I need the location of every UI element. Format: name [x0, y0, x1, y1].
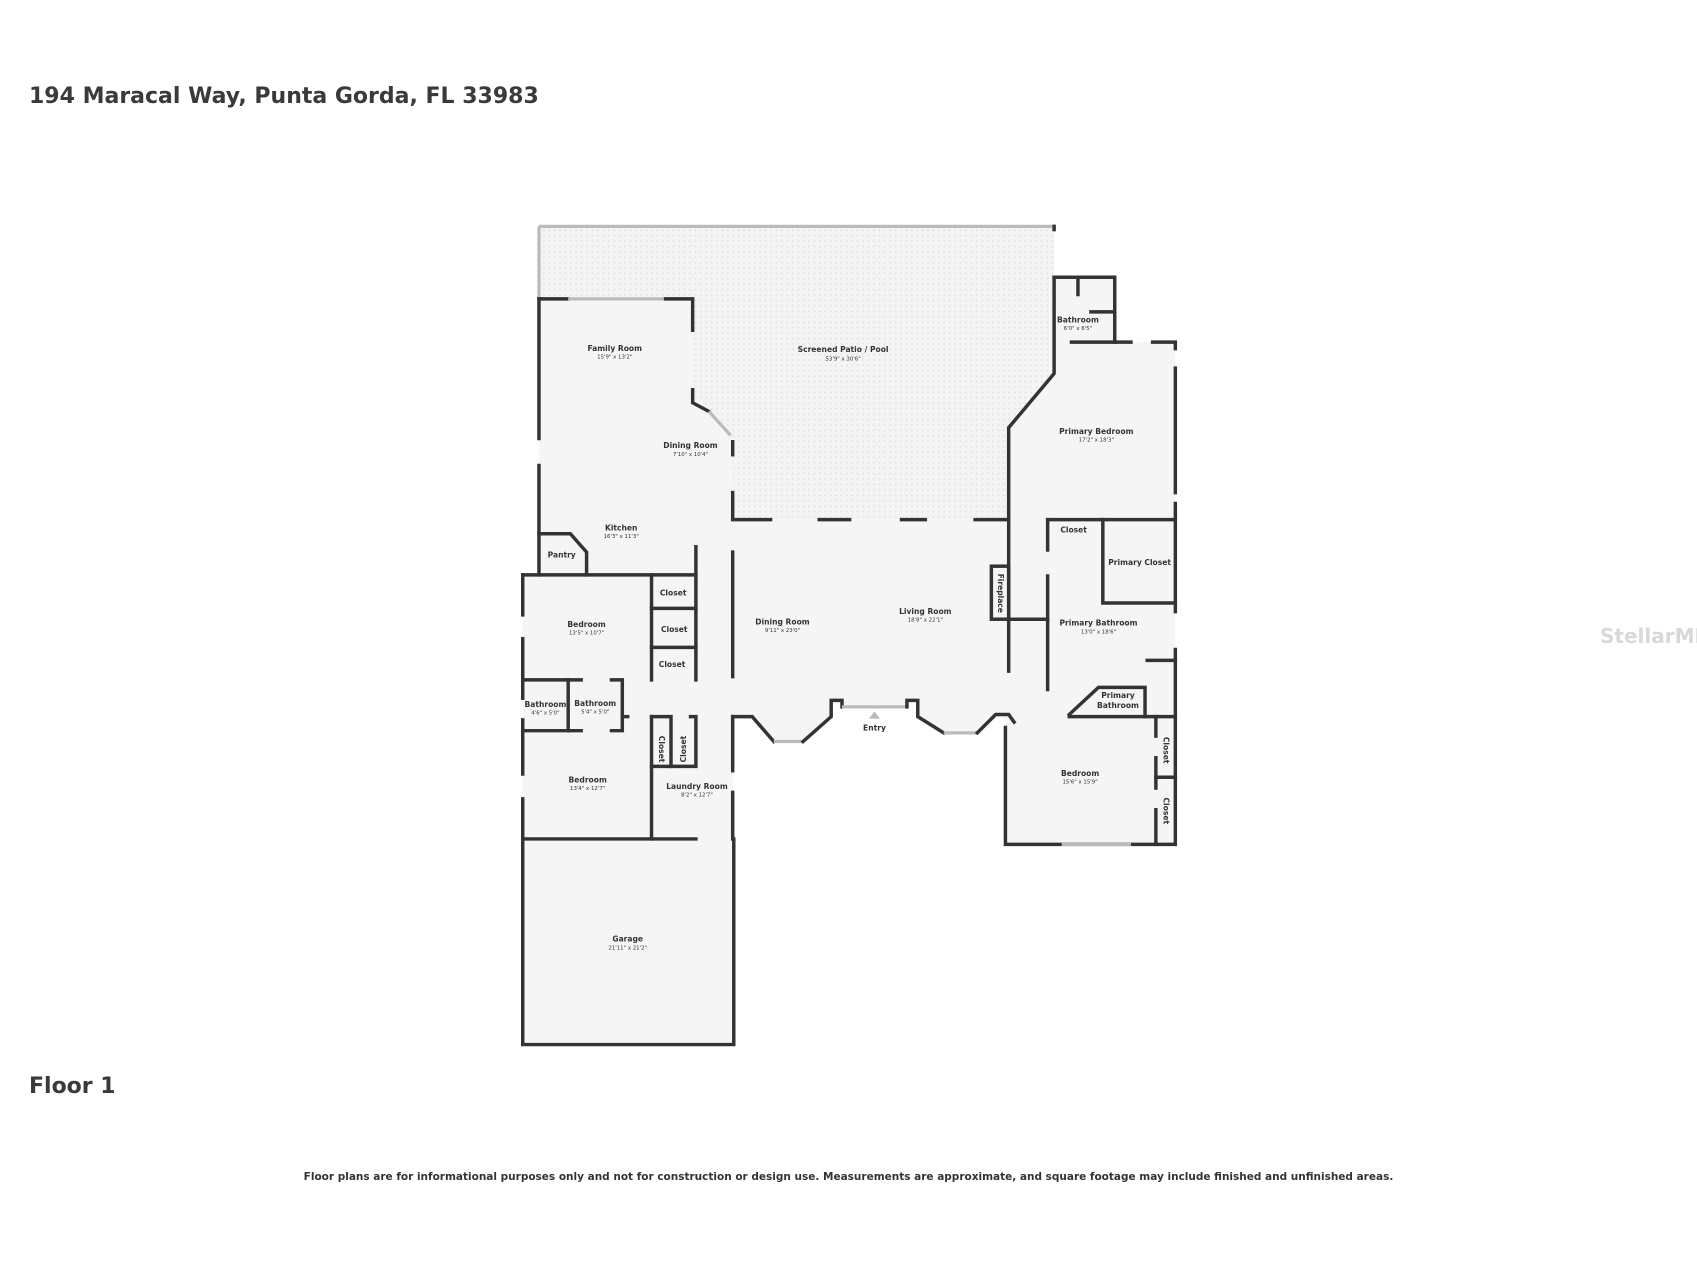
room-dims-primary-bedroom: 17'2" x 18'3" — [1079, 438, 1114, 444]
room-dims-bedroom1: 13'5" x 10'7" — [569, 630, 604, 636]
interior-floor — [522, 298, 1176, 1045]
room-dims-dining-small: 7'10" x 10'4" — [673, 452, 708, 458]
room-label-bedroom1: Bedroom — [567, 620, 605, 629]
room-dims-bath3: 6'0" x 6'5" — [1064, 326, 1092, 332]
room-dims-laundry: 8'2" x 12'7" — [681, 793, 713, 799]
floor-fills — [522, 226, 1176, 1045]
room-label-laundry: Laundry Room — [666, 782, 728, 791]
room-label-primary-bathroom-2: Bathroom — [1097, 701, 1139, 710]
room-label-primary-closet: Primary Closet — [1108, 558, 1171, 567]
room-dims-bath1: 4'6" x 5'0" — [531, 710, 559, 716]
room-dims-bedroom2: 13'4" x 12'7" — [570, 786, 605, 792]
patio-floor — [538, 226, 1055, 520]
room-label-kitchen: Kitchen — [605, 523, 637, 532]
room-label-bath1: Bathroom — [525, 700, 567, 709]
room-dims-bath2: 5'4" x 5'0" — [581, 709, 609, 715]
room-label-closet: Closet — [660, 588, 687, 597]
walls — [521, 224, 1178, 1047]
room-label-dining: Dining Room — [755, 618, 809, 627]
room-label-garage: Garage — [612, 935, 643, 944]
room-label-entry: Entry — [863, 724, 886, 733]
room-dims-garage: 21'11" x 21'2" — [608, 945, 647, 951]
room-label-bath2: Bathroom — [574, 699, 616, 708]
disclaimer: Floor plans are for informational purpos… — [303, 1171, 1394, 1183]
room-label-closet: Closet — [1161, 797, 1170, 824]
room-label-closet: Closet — [1060, 526, 1087, 535]
floor-label: Floor 1 — [29, 1074, 116, 1099]
room-label-pantry: Pantry — [548, 551, 576, 560]
room-label-family: Family Room — [587, 344, 642, 353]
watermark-logo: StellarMLS — [1600, 624, 1697, 648]
property-address: 194 Maracal Way, Punta Gorda, FL 33983 — [29, 84, 539, 109]
room-label-closet: Closet — [661, 625, 688, 634]
room-label-fireplace: Fireplace — [996, 574, 1005, 613]
room-dims-bedroom3: 15'6" x 15'9" — [1062, 780, 1097, 786]
room-label-living: Living Room — [899, 607, 952, 616]
room-label-primary-bathroom: Primary Bathroom — [1059, 619, 1137, 628]
room-dims-primary-bathroom: 13'0" x 18'6" — [1081, 629, 1116, 635]
room-label-bath3: Bathroom — [1057, 316, 1099, 325]
room-label-primary-bathroom-2: Primary — [1101, 691, 1135, 700]
room-dims-family: 15'9" x 13'2" — [597, 354, 632, 360]
room-label-closet: Closet — [1161, 737, 1170, 764]
room-label-patio: Screened Patio / Pool — [798, 345, 889, 354]
entry-arrow-icon — [869, 711, 880, 719]
room-dims-patio: 53'9" x 30'6" — [825, 357, 860, 363]
room-label-dining-small: Dining Room — [663, 441, 717, 450]
room-label-primary-bedroom: Primary Bedroom — [1059, 427, 1134, 436]
room-dims-dining: 9'11" x 23'0" — [765, 628, 800, 634]
room-label-bedroom3: Bedroom — [1061, 769, 1099, 778]
room-label-closet: Closet — [659, 660, 686, 669]
room-dims-living: 18'8" x 22'1" — [908, 617, 943, 623]
room-label-closet: Closet — [657, 736, 666, 763]
room-label-closet: Closet — [679, 735, 688, 762]
room-labels: Screened Patio / Pool 53'9" x 30'6" Fami… — [525, 316, 1172, 952]
room-dims-kitchen: 16'3" x 11'3" — [604, 534, 639, 540]
room-label-bedroom2: Bedroom — [569, 776, 607, 785]
bath3-floor — [1054, 277, 1115, 343]
